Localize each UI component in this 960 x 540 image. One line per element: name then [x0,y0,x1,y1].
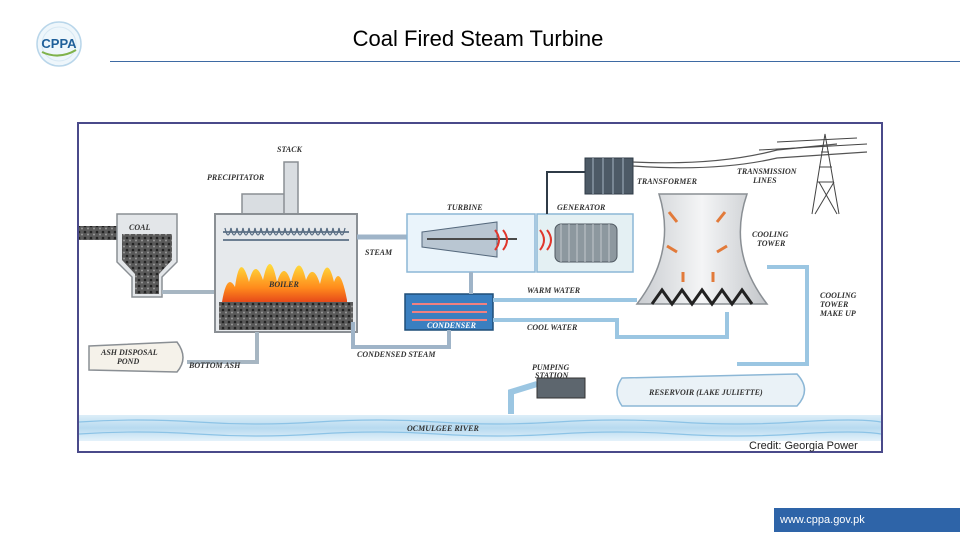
river-band [79,415,881,441]
label-river: OCMULGEE RIVER [407,424,479,433]
label-transmission-2: LINES [752,176,777,185]
label-steam: STEAM [365,248,393,257]
label-condensed-steam: CONDENSED STEAM [357,350,436,359]
cooling-tower [635,193,769,305]
label-ash-pond-2: POND [117,357,139,366]
label-makeup-3: MAKE UP [819,309,856,318]
label-makeup-2: TOWER [820,300,849,309]
credit-text: Credit: Georgia Power [749,440,858,452]
label-pumping-1: PUMPING [532,363,570,372]
boiler-flames [222,263,347,304]
label-ash-pond-1: ASH DISPOSAL [100,348,158,357]
power-plant-diagram: OCMULGEE RIVER COAL STACK PRECIPITATOR B… [77,122,883,453]
label-cooling-tower-1: COOLING [752,230,789,239]
label-makeup-1: COOLING [820,291,857,300]
footer-url[interactable]: www.cppa.gov.pk [774,508,960,532]
transmission-tower [758,133,868,215]
title-divider [110,61,960,62]
label-generator: GENERATOR [557,203,606,212]
label-transmission-1: TRANSMISSION [737,167,798,176]
label-coal: COAL [129,223,150,232]
stack [283,161,299,219]
label-transformer: TRANSFORMER [637,177,698,186]
label-boiler: BOILER [268,280,299,289]
label-pumping-2: STATION [535,371,570,380]
pumping-station [536,377,586,399]
reservoir [616,373,806,407]
label-precipitator: PRECIPITATOR [207,173,265,182]
transformer [584,157,634,195]
label-condenser: CONDENSER [427,321,477,330]
label-reservoir: RESERVOIR (LAKE JULIETTE) [648,388,763,397]
logo-text: CPPA [41,36,77,51]
ash-disposal-pond [88,341,184,373]
label-bottom-ash: BOTTOM ASH [188,361,241,370]
label-turbine: TURBINE [447,203,483,212]
label-cooling-tower-2: TOWER [757,239,786,248]
label-stack: STACK [277,145,303,154]
page-title: Coal Fired Steam Turbine [352,26,604,51]
label-warm-water: WARM WATER [527,286,581,295]
cppa-logo: CPPA [34,20,84,68]
label-cool-water: COOL WATER [527,323,578,332]
